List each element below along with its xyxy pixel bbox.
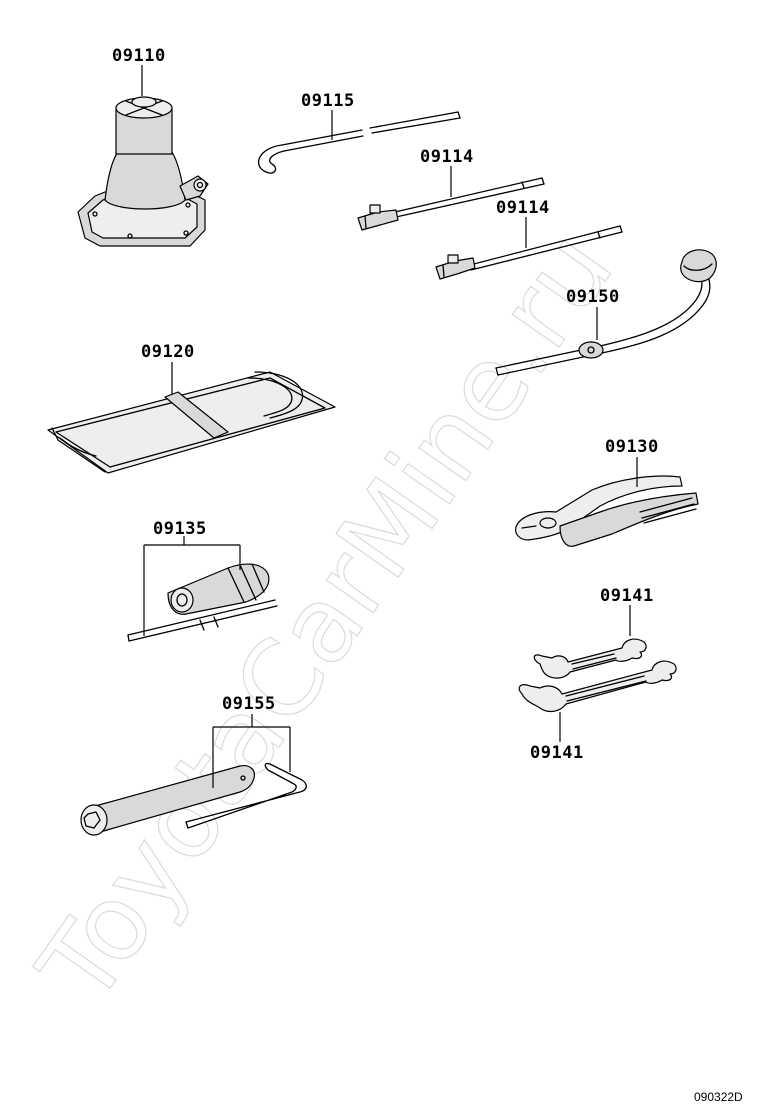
screwdriver-drawing (127, 563, 278, 642)
part-number-tool-bag: 09120 (141, 342, 195, 362)
part-number-handle-rod-lower: 09114 (496, 198, 550, 218)
watermark: ToyotaCarMine.ru (15, 210, 637, 1025)
wrench-lower-drawing (518, 660, 677, 713)
handle-rod-upper-drawing (357, 177, 545, 231)
tool-bag-drawing (47, 371, 336, 474)
part-number-jack: 09110 (112, 46, 166, 66)
part-number-wrench-upper: 09141 (600, 586, 654, 606)
wheel-wrench-drawing (495, 249, 717, 376)
part-number-screwdriver: 09135 (153, 519, 207, 539)
part-number-wrench-lower: 09141 (530, 743, 584, 763)
pliers-drawing (515, 475, 699, 547)
drawing-code: 090322D (694, 1090, 743, 1104)
part-number-pliers: 09130 (605, 437, 659, 457)
part-number-plug-wrench: 09155 (222, 694, 276, 714)
part-number-handle-rod-upper: 09114 (420, 147, 474, 167)
handle-rod-lower-drawing (435, 225, 623, 280)
part-number-wheel-wrench: 09150 (566, 287, 620, 307)
part-number-hook-rod: 09115 (301, 91, 355, 111)
wrench-upper-drawing (533, 638, 647, 679)
hook-rod-drawing (257, 111, 461, 174)
jack-drawing (77, 96, 209, 247)
